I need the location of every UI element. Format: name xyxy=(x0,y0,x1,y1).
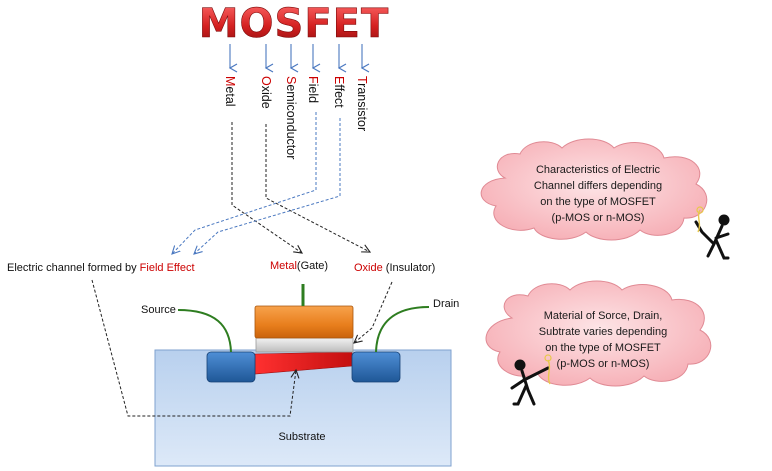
cloud-line: Channel differs depending xyxy=(534,180,662,192)
cloud-line: Characteristics of Electric xyxy=(536,164,661,176)
diagram-title: MOSFET xyxy=(199,1,390,47)
stick-figure-icon xyxy=(510,354,552,406)
connector-metal xyxy=(231,122,302,253)
oxide-pointer xyxy=(354,281,393,343)
cloud-line: Material of Sorce, Drain, xyxy=(544,310,663,322)
drain-lead xyxy=(375,306,430,353)
word-field: Field xyxy=(306,76,320,103)
acronym-connectors xyxy=(172,112,370,254)
gate-metal xyxy=(254,305,354,339)
cloud-line: on the type of MOSFET xyxy=(540,196,656,208)
cloud-line: Subtrate varies depending xyxy=(539,326,667,338)
source-lead xyxy=(177,309,232,353)
source-label: Source xyxy=(141,304,176,316)
stick-figure-icon xyxy=(694,206,730,260)
word-oxide: Oxide xyxy=(259,76,273,109)
oxide-insulator-label: Oxide (Insulator) xyxy=(354,262,435,274)
cloud-line: (p-MOS or n-MOS) xyxy=(557,358,650,370)
drain-electrode xyxy=(351,351,401,383)
connector-oxide xyxy=(265,124,370,252)
connector-effect xyxy=(194,118,341,254)
title-arrows xyxy=(228,44,370,73)
oxide-layer xyxy=(255,337,354,353)
cloud-shape xyxy=(480,138,708,241)
word-effect: Effect xyxy=(332,76,346,108)
connector-field xyxy=(172,112,317,254)
word-semiconductor: Semiconductor xyxy=(284,76,298,159)
acronym-words: Metal Oxide Semiconductor Field Effect T… xyxy=(223,76,369,159)
cloud-channel-note: Characteristics of Electric Channel diff… xyxy=(480,138,708,241)
cloud-shape xyxy=(485,280,712,387)
word-metal: Metal xyxy=(223,76,237,107)
channel-pointer xyxy=(91,279,296,417)
cloud-line: (p-MOS or n-MOS) xyxy=(552,212,645,224)
channel-label: Electric channel formed by Field Effect xyxy=(7,262,195,274)
metal-gate-label: Metal(Gate) xyxy=(270,260,328,272)
word-transistor: Transistor xyxy=(355,76,369,131)
cloud-line: on the type of MOSFET xyxy=(545,342,661,354)
cloud-material-note: Material of Sorce, Drain, Subtrate varie… xyxy=(485,280,712,387)
source-electrode xyxy=(206,351,256,383)
drain-label: Drain xyxy=(433,298,459,310)
substrate-label: Substrate xyxy=(278,431,325,443)
